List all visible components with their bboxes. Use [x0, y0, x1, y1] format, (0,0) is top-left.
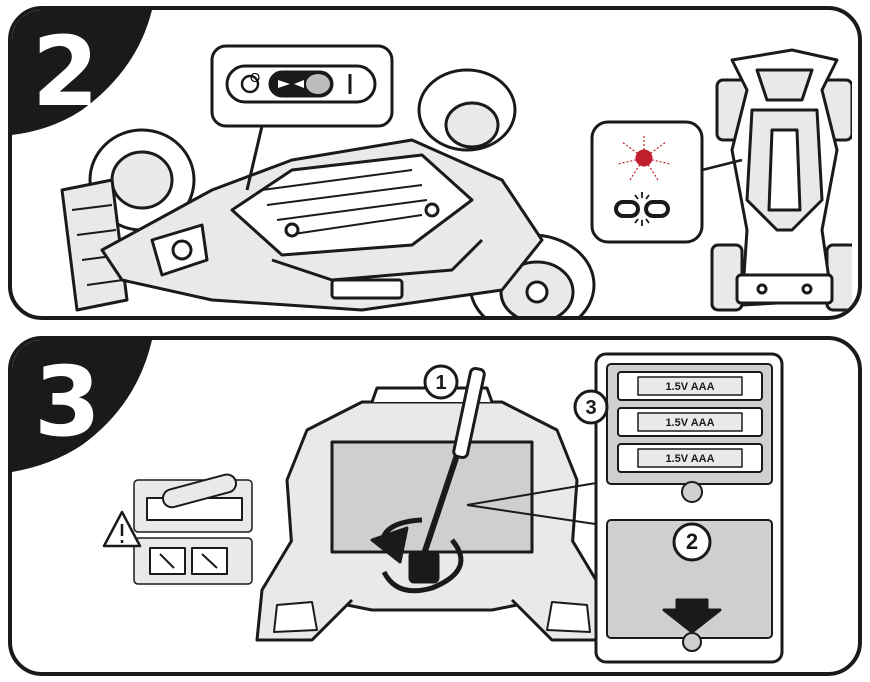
battery-label-3: 1.5V AAA	[665, 453, 714, 465]
step-2-panel: 2	[8, 6, 862, 320]
battery-label-1: 1.5V AAA	[665, 381, 714, 393]
car-illustration	[32, 30, 852, 320]
callout-1: 1	[435, 372, 446, 394]
switch-off-label: O	[250, 70, 260, 85]
battery-label-2: 1.5V AAA	[665, 417, 714, 429]
callout-2: 2	[686, 529, 698, 554]
step-3-panel: 3	[8, 336, 862, 676]
controller-illustration: 1.5V AAA 1.5V AAA 1.5V AAA 1 2 3	[12, 340, 858, 672]
callout-3: 3	[585, 397, 596, 419]
